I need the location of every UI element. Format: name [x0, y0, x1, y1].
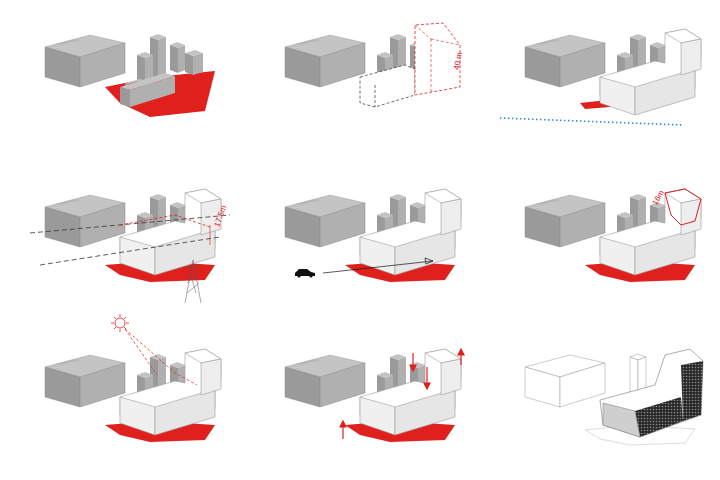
sun-ray — [125, 329, 197, 385]
final-building — [600, 349, 703, 437]
perforated-facade — [635, 397, 683, 437]
panel-site — [45, 34, 215, 117]
building-mass — [120, 349, 221, 435]
car-symbol — [295, 269, 315, 278]
building-mass — [600, 29, 701, 115]
red-cut — [120, 215, 210, 227]
building-mass — [360, 189, 461, 275]
arrow-head — [425, 258, 433, 264]
sun-ray — [125, 329, 157, 375]
sun-symbol — [111, 314, 129, 332]
panel-adjust — [285, 349, 464, 442]
red-edge — [431, 39, 460, 45]
access-arrow — [323, 261, 433, 273]
building-line — [500, 118, 683, 125]
panel-final — [525, 349, 703, 445]
red-edge — [415, 25, 431, 39]
glazed-facade — [603, 403, 640, 437]
red-arrows — [340, 349, 464, 439]
pylon-symbol — [185, 260, 201, 303]
dashed-volume — [360, 65, 415, 107]
perforated-facade — [681, 361, 703, 421]
panel-access — [285, 189, 461, 282]
red-edge — [431, 39, 432, 93]
panel-sun — [45, 314, 221, 442]
panel-envelope — [285, 23, 460, 107]
building-mass — [120, 189, 221, 275]
panel-powerline — [30, 189, 230, 303]
panel-height — [525, 189, 701, 282]
dashed-axis — [30, 215, 230, 233]
panel-setback — [500, 29, 701, 125]
building-mass — [360, 349, 461, 435]
red-outline — [665, 189, 701, 225]
dashed-edge — [375, 85, 376, 107]
existing-building — [120, 50, 203, 107]
dimension-line — [210, 225, 211, 245]
dimension-label: 40 m — [452, 51, 465, 72]
